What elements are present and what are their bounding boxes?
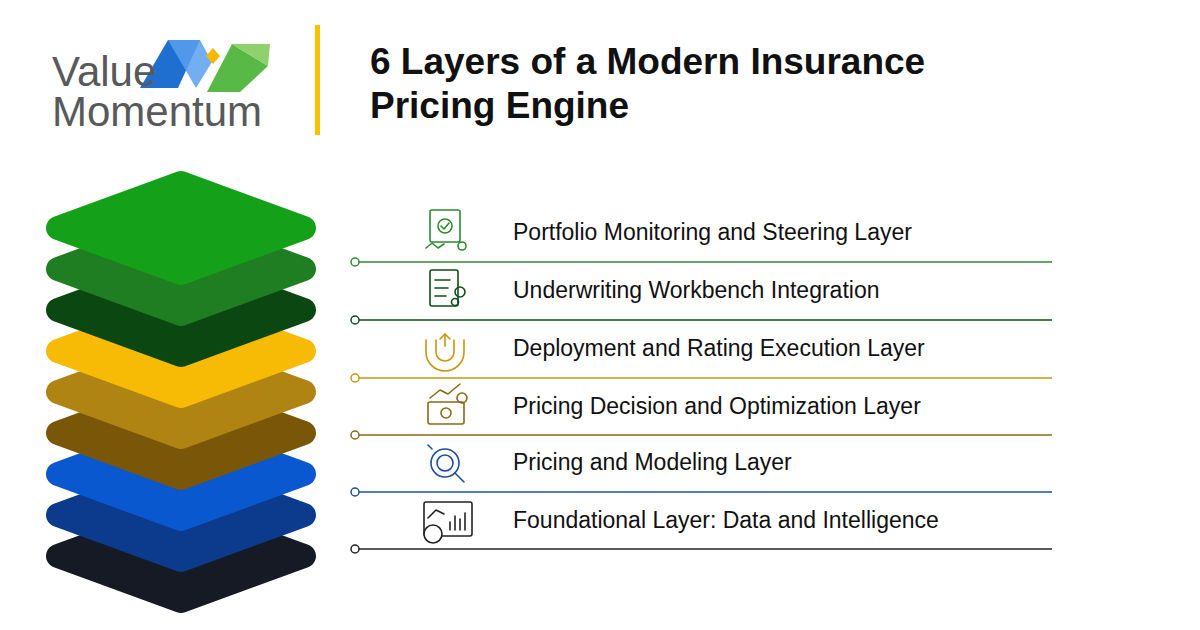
layer-stack: [58, 183, 304, 601]
logo-mark: [140, 40, 270, 92]
layer-label: Portfolio Monitoring and Steering Layer: [513, 218, 1073, 246]
brand-name: Value Momentum: [52, 52, 282, 132]
layer-label: Underwriting Workbench Integration: [513, 276, 1073, 304]
layer-icons: [424, 210, 472, 543]
layer-label: Pricing and Modeling Layer: [513, 448, 1073, 476]
layer-label: Deployment and Rating Execution Layer: [513, 334, 1073, 362]
page-title: 6 Layers of a Modern Insurance Pricing E…: [370, 40, 1010, 128]
divider-bar: [315, 25, 320, 135]
layer-label: Foundational Layer: Data and Intelligenc…: [513, 506, 1073, 534]
layer-label: Pricing Decision and Optimization Layer: [513, 392, 1073, 420]
